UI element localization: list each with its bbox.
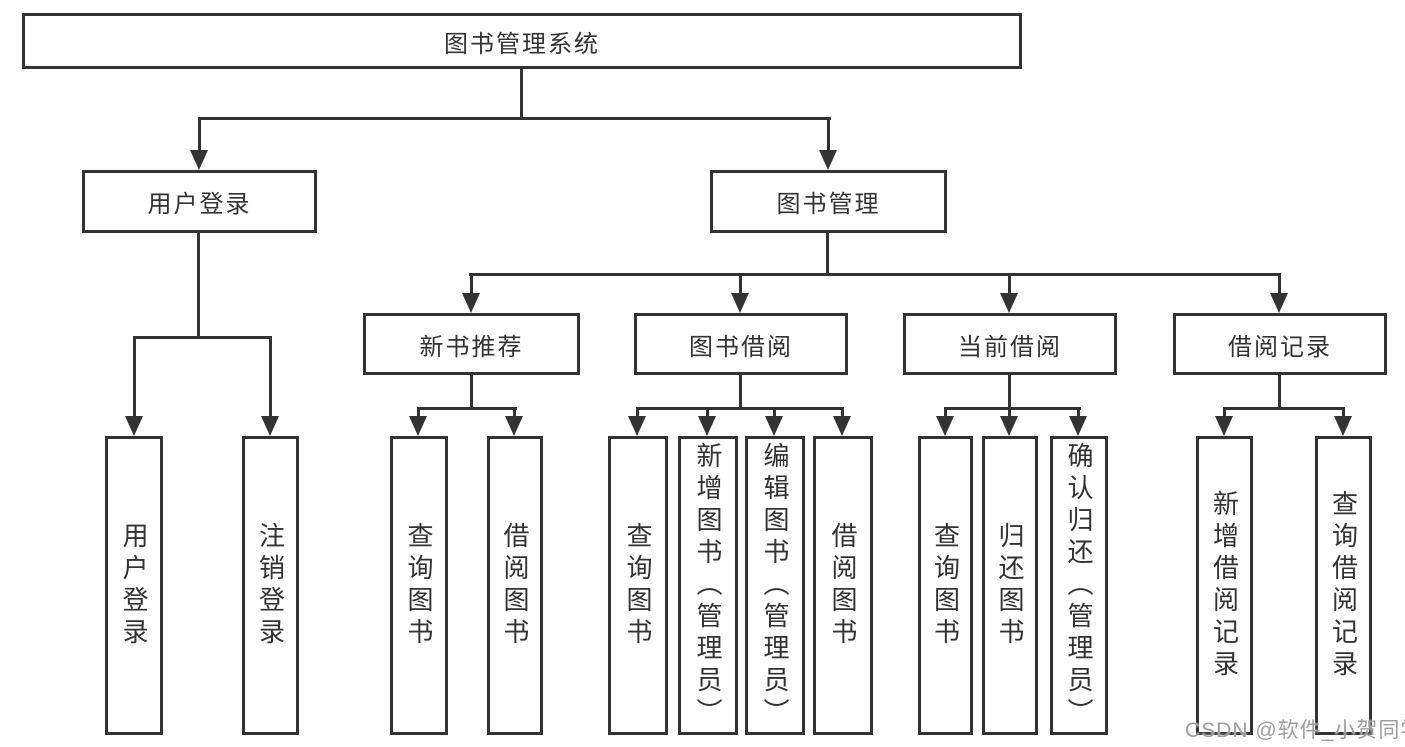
connector-drop: [636, 410, 639, 419]
arrowhead-icon: [462, 293, 480, 313]
node-book-borrow: 图书借阅: [634, 313, 848, 375]
arrowhead-icon: [1270, 293, 1288, 313]
leaf-bb-add-book-admin: 新增图书（管理员）: [678, 436, 738, 735]
connector-bookmgmt-stem: [826, 233, 829, 276]
connector-drop: [841, 410, 844, 419]
arrowhead-icon: [409, 416, 427, 436]
connector-group-stem: [1008, 375, 1011, 410]
leaf-cb-return-book: 归还图书: [982, 436, 1038, 735]
connector-drop: [739, 276, 742, 294]
leaf-br-query-record: 查询借阅记录: [1315, 436, 1372, 735]
connector-drop: [269, 339, 272, 416]
node-current-borrow: 当前借阅: [903, 313, 1117, 375]
leaf-br-add-record: 新增借阅记录: [1196, 436, 1253, 735]
leaf-cb-confirm-return-admin: 确认归还（管理员）: [1050, 436, 1108, 735]
connector-drop: [1342, 410, 1345, 419]
arrowhead-icon: [1000, 293, 1018, 313]
arrowhead-icon: [1000, 416, 1018, 436]
connector-root-stem: [520, 69, 523, 117]
node-user-login: 用户登录: [82, 170, 317, 233]
leaf-cb-query-book: 查询图书: [918, 436, 973, 735]
connector-drop: [706, 410, 709, 419]
leaf-logout: 注销登录: [242, 436, 299, 735]
arrowhead-icon: [1069, 416, 1087, 436]
arrowhead-icon: [1215, 416, 1233, 436]
connector-group-branch: [944, 407, 1081, 410]
connector-drop: [198, 119, 201, 150]
arrowhead-icon: [125, 416, 143, 436]
arrowhead-icon: [628, 416, 646, 436]
leaf-nbr-query-book: 查询图书: [390, 436, 448, 735]
arrowhead-icon: [833, 416, 851, 436]
connector-l3-branch: [469, 273, 1281, 276]
connector-group-stem: [739, 375, 742, 410]
connector-drop: [1008, 410, 1011, 419]
connector-drop: [133, 339, 136, 416]
leaf-nbr-borrow-book: 借阅图书: [487, 436, 543, 735]
connector-userlogin-stem: [197, 233, 200, 339]
connector-userlogin-branch: [133, 336, 272, 339]
connector-drop: [1077, 410, 1080, 419]
arrowhead-icon: [765, 416, 783, 436]
csdn-watermark: CSDN @软件_小贺同学: [1185, 719, 1405, 742]
arrowhead-icon: [698, 416, 716, 436]
connector-drop: [1223, 410, 1226, 419]
arrowhead-icon: [1334, 416, 1352, 436]
connector-group-branch: [1223, 407, 1345, 410]
connector-drop: [827, 119, 830, 150]
connector-drop: [417, 410, 420, 419]
arrowhead-icon: [819, 150, 837, 170]
arrowhead-icon: [936, 416, 954, 436]
connector-drop: [513, 410, 516, 419]
connector-drop: [944, 410, 947, 419]
node-book-management: 图书管理: [710, 170, 947, 233]
connector-group-stem: [1278, 375, 1281, 410]
node-borrow-records: 借阅记录: [1173, 313, 1387, 375]
connector-drop: [1008, 276, 1011, 294]
arrowhead-icon: [190, 150, 208, 170]
connector-group-branch: [636, 407, 844, 410]
connector-drop: [470, 276, 473, 294]
arrowhead-icon: [731, 293, 749, 313]
leaf-bb-query-book: 查询图书: [608, 436, 668, 735]
connector-l2-branch: [198, 117, 831, 120]
node-root: 图书管理系统: [22, 13, 1022, 69]
connector-group-stem: [470, 375, 473, 410]
arrowhead-icon: [505, 416, 523, 436]
connector-drop: [1278, 276, 1281, 294]
node-new-book-recommend: 新书推荐: [363, 313, 580, 375]
connector-group-branch: [417, 407, 517, 410]
leaf-user-login: 用户登录: [105, 436, 163, 735]
leaf-bb-edit-book-admin: 编辑图书（管理员）: [745, 436, 805, 735]
leaf-bb-borrow-book: 借阅图书: [813, 436, 873, 735]
arrowhead-icon: [261, 416, 279, 436]
connector-drop: [773, 410, 776, 419]
